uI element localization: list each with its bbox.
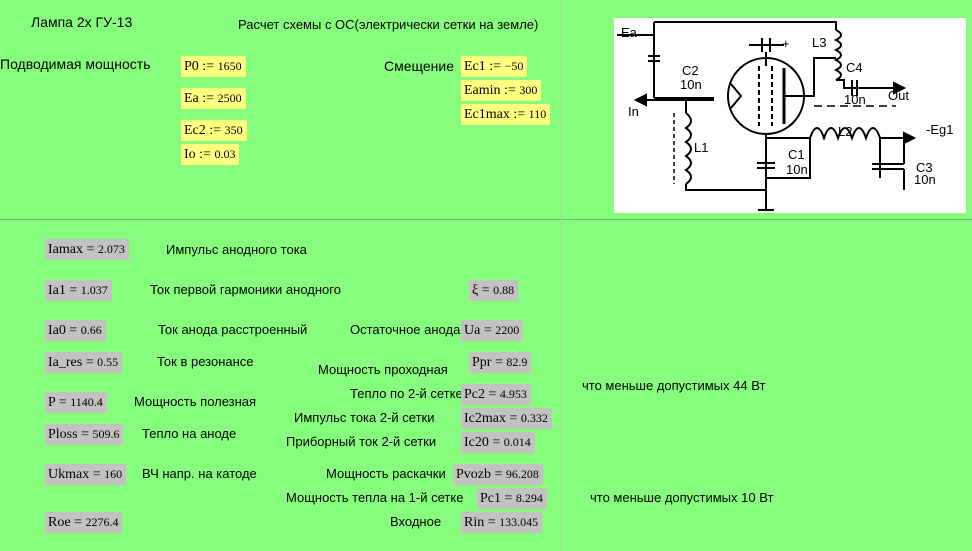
- result-Ukmax[interactable]: Ukmax = 160: [45, 464, 127, 485]
- input-Ec1[interactable]: Ec1 := −50: [461, 56, 528, 77]
- page-subtitle: Расчет схемы с ОС(электрически сетки на …: [238, 17, 539, 32]
- result-Ia1[interactable]: Ia1 = 1.037: [45, 280, 112, 301]
- result-Ic2max[interactable]: Ic2max = 0.332: [461, 408, 552, 429]
- label-Pc1: Мощность тепла на 1-й сетке: [286, 490, 464, 505]
- circuit-label-c1-value: 10n: [786, 162, 808, 177]
- circuit-label-eg1: -Eg1: [926, 122, 953, 137]
- result-Iamax[interactable]: Iamax = 2.073: [45, 239, 129, 260]
- result-Ploss[interactable]: Ploss = 509.6: [45, 424, 124, 445]
- input-Eamin[interactable]: Eamin := 300: [461, 80, 542, 101]
- circuit-label-c2-value: 10n: [680, 77, 702, 92]
- circuit-label-ea: Ea: [621, 25, 638, 40]
- label-Ic2max: Импульс тока 2-й сетки: [294, 410, 435, 425]
- result-Ua[interactable]: Ua = 2200: [461, 320, 524, 341]
- page-title: Лампа 2х ГУ-13: [31, 14, 133, 30]
- circuit-label-l1: L1: [694, 140, 708, 155]
- circuit-label-c4: C4: [846, 60, 863, 75]
- result-Ppr[interactable]: Ppr = 82.9: [469, 352, 532, 373]
- result-Ia_res[interactable]: Ia_res = 0.55: [45, 352, 123, 373]
- label-Ia1: Ток первой гармоники анодного: [150, 282, 341, 297]
- result-P[interactable]: P = 1140.4: [45, 392, 107, 413]
- result-Roe[interactable]: Roe = 2276.4: [45, 512, 123, 533]
- label-Ploss: Тепло на аноде: [142, 426, 237, 441]
- label-Ia_res: Ток в резонансе: [157, 354, 254, 369]
- input-P0[interactable]: P0 := 1650: [181, 56, 246, 77]
- label-Ic20: Приборный ток 2-й сетки: [286, 434, 437, 449]
- label-Pvozb: Мощность раскачки: [326, 466, 446, 481]
- circuit-label-out: Out: [888, 88, 909, 103]
- input-Ec2[interactable]: Ec2 := 350: [181, 120, 247, 141]
- circuit-label-l3: L3: [812, 35, 826, 50]
- circuit-label-c3-value: 10n: [914, 172, 936, 187]
- result-Pc2[interactable]: Pc2 = 4.953: [461, 384, 531, 405]
- circuit-label-c1: C1: [788, 147, 805, 162]
- label-Ia0: Ток анода расстроенный: [158, 322, 308, 337]
- result-Ia0[interactable]: Ia0 = 0.66: [45, 320, 106, 341]
- label-Ua: Остаточное анода: [350, 322, 461, 337]
- input-Io[interactable]: Io := 0.03: [181, 144, 240, 165]
- result-xi[interactable]: ξ = 0.88: [469, 280, 519, 301]
- label-Rin: Входное: [390, 514, 442, 529]
- label-Pc2: Тепло по 2-й сетке: [350, 386, 463, 401]
- power-label: Подводимая мощность: [0, 56, 151, 72]
- result-Pc1[interactable]: Pc1 = 8.294: [477, 488, 547, 509]
- label-P: Мощность полезная: [134, 394, 257, 409]
- label-Ppr: Мощность проходная: [318, 362, 448, 377]
- circuit-label-in: In: [628, 104, 639, 119]
- region-divider-horizontal: [0, 219, 972, 220]
- circuit-diagram: Ea L3 C2 10n C4 10n Out In L2 -Eg1 L1 C1…: [614, 18, 966, 213]
- circuit-label-c3: C3: [916, 160, 933, 175]
- note-Pc1: что меньше допустимых 10 Вт: [590, 490, 774, 505]
- input-Ec1max[interactable]: Ec1max := 110: [461, 104, 551, 125]
- circuit-label-c2: C2: [682, 63, 699, 78]
- region-divider-vertical: [561, 0, 562, 551]
- result-Ic20[interactable]: Ic20 = 0.014: [461, 432, 535, 453]
- result-Pvozb[interactable]: Pvozb = 96.208: [453, 464, 543, 485]
- label-Ukmax: ВЧ напр. на катоде: [142, 466, 257, 481]
- label-Iamax: Импульс анодного тока: [166, 242, 307, 257]
- bias-label: Смещение: [384, 58, 455, 74]
- circuit-label-c4-value: 10n: [844, 92, 866, 107]
- circuit-label-l2: L2: [838, 124, 852, 139]
- result-Rin[interactable]: Rin = 133.045: [461, 512, 543, 533]
- circuit-label-plus: +: [782, 36, 790, 51]
- input-Ea[interactable]: Ea := 2500: [181, 88, 246, 109]
- note-Pc2: что меньше допустимых 44 Вт: [582, 378, 766, 393]
